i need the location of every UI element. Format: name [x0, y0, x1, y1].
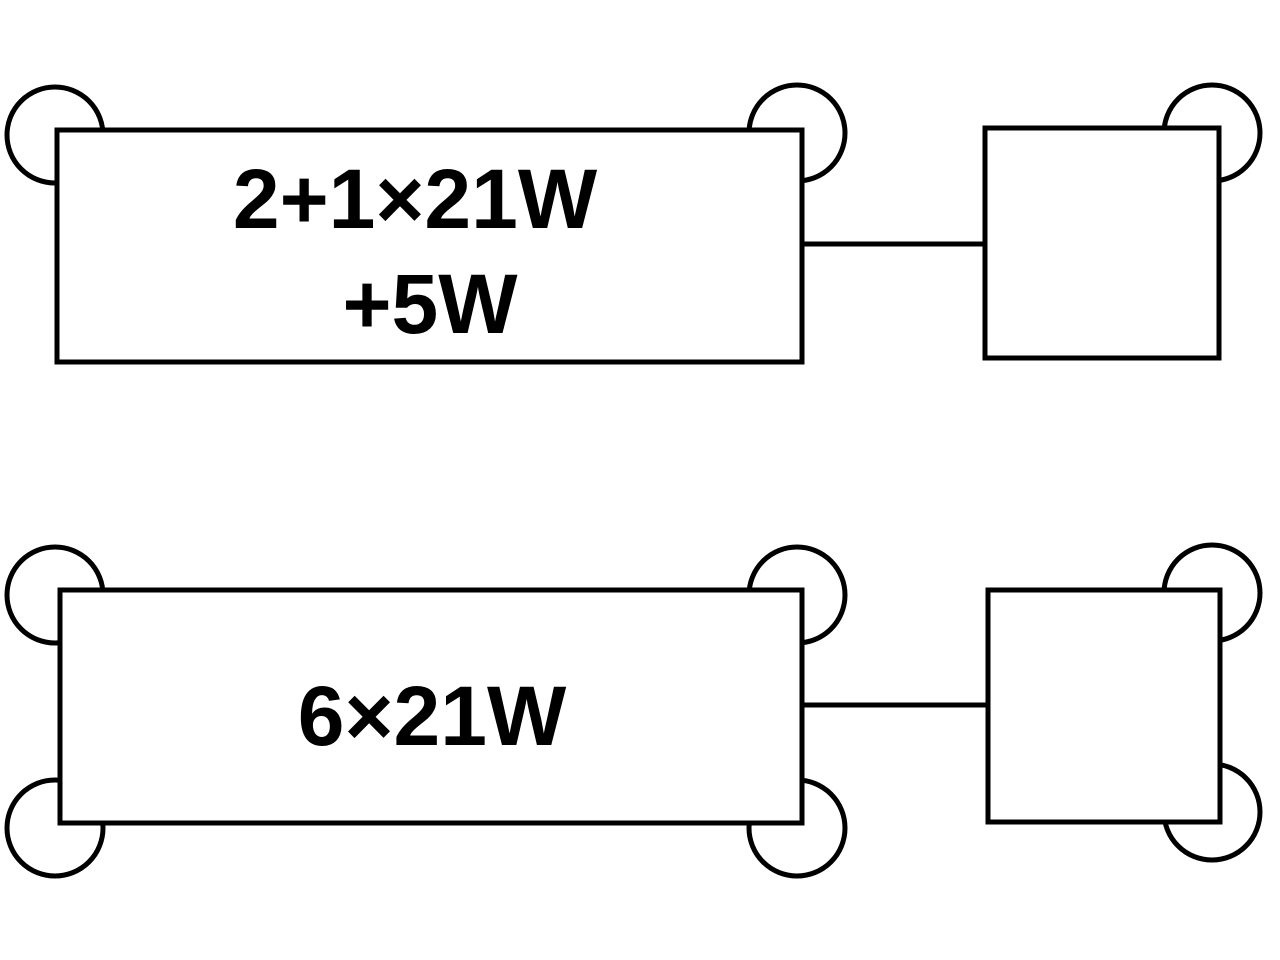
- bottom-configuration: 6×21W: [4, 542, 1263, 879]
- bottom-lamp-bottom-left: [4, 777, 106, 879]
- bottom-bulb-label: 6×21W: [298, 669, 567, 763]
- top-flasher-box: [982, 125, 1222, 361]
- top-bulb-label-line1: 2+1×21W: [233, 152, 598, 246]
- top-bulb-label-line2: +5W: [342, 257, 518, 351]
- top-configuration: 2+1×21W +5W: [4, 82, 1263, 365]
- top-bulb-box: [54, 127, 805, 365]
- bottom-bulb-box: [57, 587, 805, 826]
- bottom-flasher-box: [985, 587, 1223, 825]
